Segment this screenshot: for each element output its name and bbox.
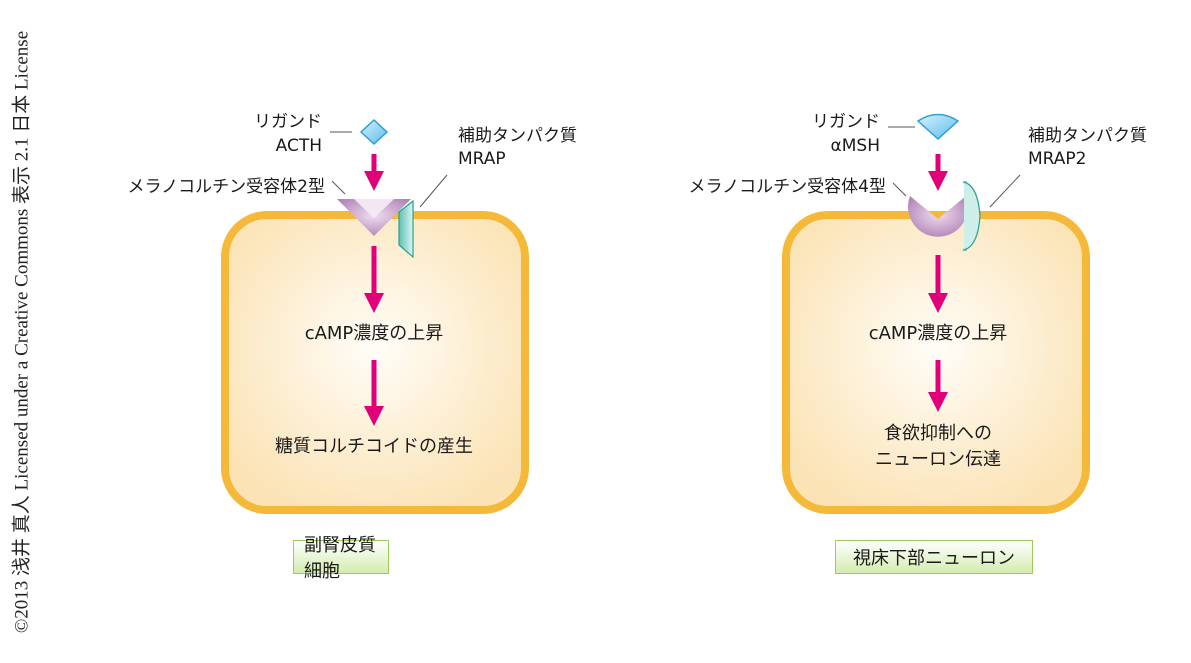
- receptor-label: メラノコルチン受容体4型: [689, 177, 886, 197]
- ligand-label: リガンド: [254, 112, 322, 132]
- ligand-name: αMSH: [831, 136, 880, 156]
- leader-line: [892, 182, 907, 197]
- accessory-label: 補助タンパク質: [458, 126, 577, 146]
- mrap-accessory-icon: [398, 199, 414, 259]
- glucocorticoid-text: 糖質コルチコイドの産生: [275, 436, 473, 457]
- leader-line: [419, 174, 448, 208]
- acth-ligand-icon: [359, 118, 389, 146]
- adrenal-cortex-label: 副腎皮質細胞: [293, 535, 389, 582]
- receptor-label: メラノコルチン受容体2型: [128, 177, 325, 197]
- neuron-signal-text-1: 食欲抑制への: [884, 423, 992, 444]
- cell-name: 副腎皮質細胞: [304, 535, 376, 582]
- cell-name: 視床下部ニューロン: [853, 548, 1015, 569]
- amsh-ligand-icon: [916, 113, 960, 141]
- camp-rise-text: cAMP濃度の上昇: [869, 323, 1008, 344]
- accessory-label: 補助タンパク質: [1028, 126, 1147, 146]
- accessory-name: MRAP: [458, 149, 506, 169]
- mc4r-receptor-icon: [908, 196, 968, 237]
- ligand-name: ACTH: [276, 136, 322, 156]
- leader-line: [331, 180, 346, 195]
- ligand-label: リガンド: [812, 112, 880, 132]
- leader-line: [989, 174, 1021, 208]
- neuron-signal-text-2: ニューロン伝達: [875, 449, 1001, 470]
- camp-rise-text: cAMP濃度の上昇: [305, 323, 444, 344]
- accessory-name: MRAP2: [1028, 149, 1087, 169]
- hypothalamic-neuron-label: 視床下部ニューロン: [835, 540, 1033, 574]
